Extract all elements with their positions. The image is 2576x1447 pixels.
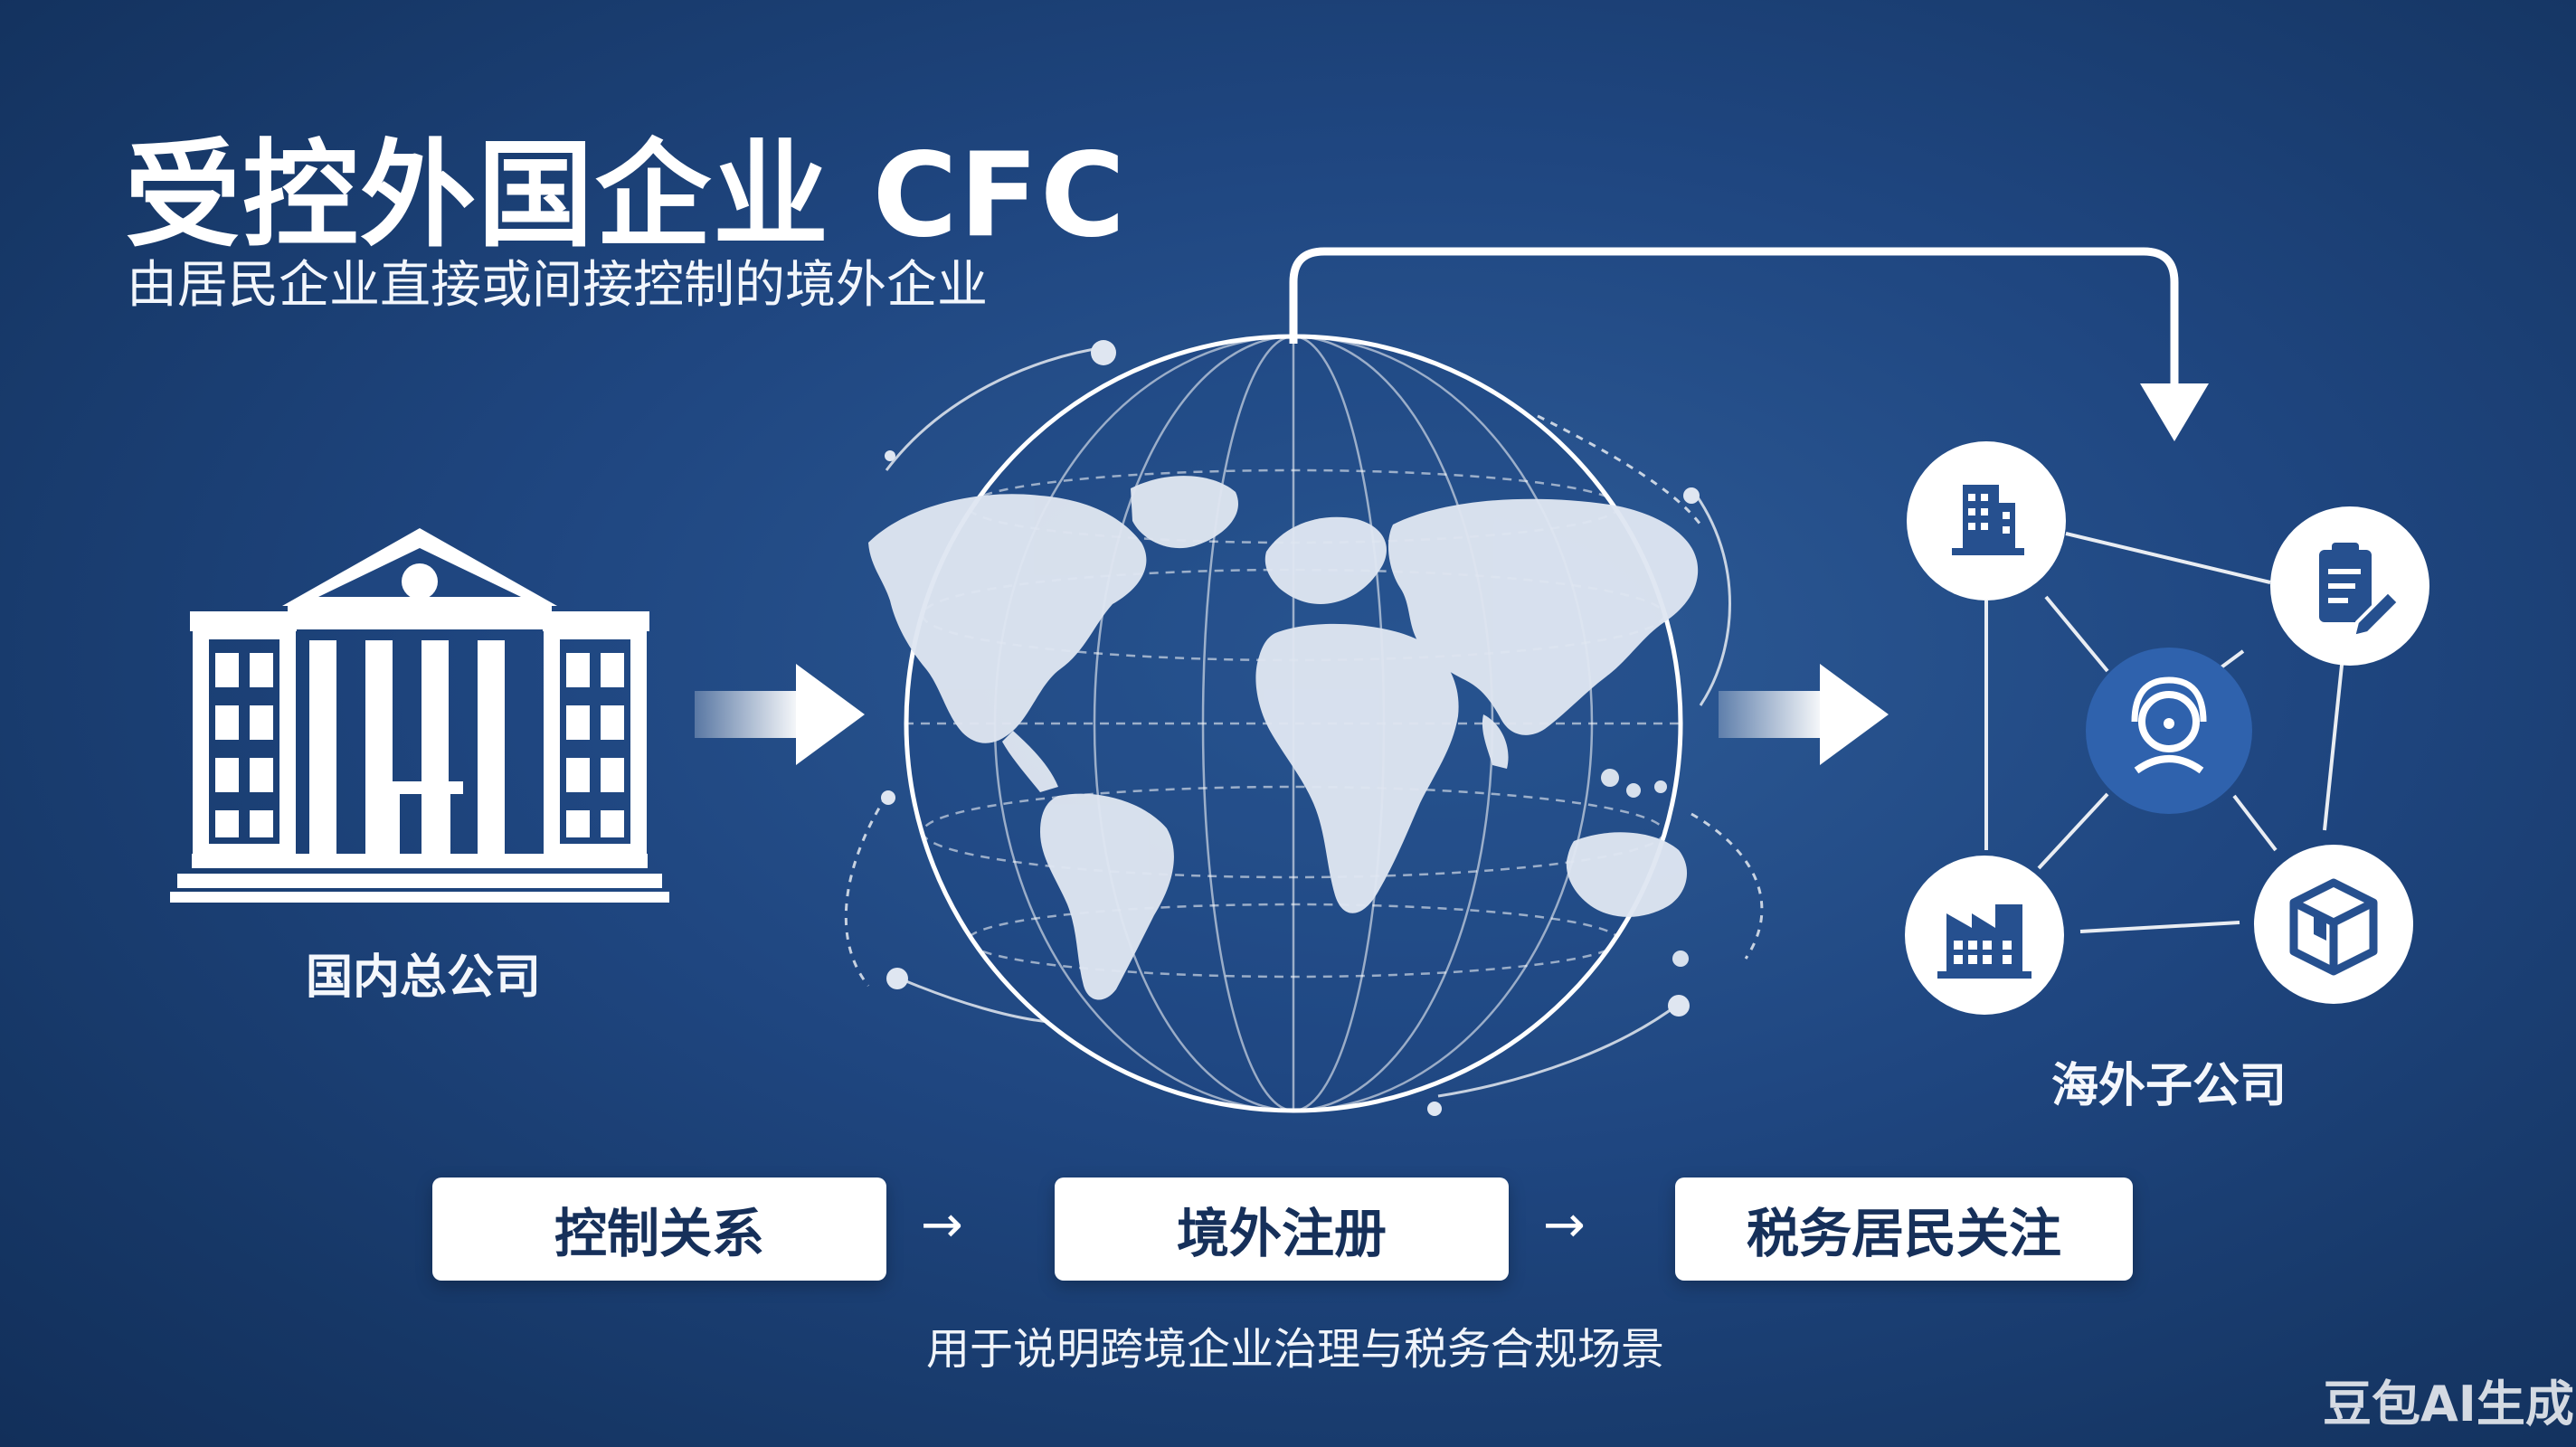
orbit-lines bbox=[844, 345, 1764, 1098]
network-lines bbox=[1984, 532, 2344, 933]
orbit-dots bbox=[881, 340, 1700, 1116]
support-agent-icon bbox=[2086, 648, 2252, 814]
page-title: 受控外国企业 CFC bbox=[125, 128, 1127, 263]
office-building-icon bbox=[1907, 441, 2066, 601]
step-arrow-icon: → bbox=[1543, 1196, 1586, 1254]
step-box-tax-residency: 税务居民关注 bbox=[1675, 1177, 2133, 1281]
document-edit-icon bbox=[2270, 506, 2429, 666]
bank-building-icon bbox=[170, 528, 669, 903]
cube-box-icon bbox=[2254, 845, 2413, 1004]
subsidiaries-label: 海外子公司 bbox=[2051, 1059, 2287, 1113]
step-label: 控制关系 bbox=[554, 1203, 764, 1264]
step-box-control: 控制关系 bbox=[432, 1177, 886, 1281]
headquarters-label: 国内总公司 bbox=[306, 950, 542, 1005]
control-path-arrow bbox=[1289, 247, 2209, 441]
step-arrow-icon: → bbox=[921, 1196, 963, 1254]
step-label: 税务居民关注 bbox=[1746, 1203, 2061, 1264]
caption: 用于说明跨境企业治理与税务合规场景 bbox=[926, 1324, 1665, 1375]
factory-icon bbox=[1905, 856, 2064, 1015]
watermark: 豆包AI生成 bbox=[2323, 1376, 2574, 1433]
step-label: 境外注册 bbox=[1176, 1203, 1387, 1264]
page-subtitle: 由居民企业直接或间接控制的境外企业 bbox=[127, 256, 988, 315]
flow-arrow-right bbox=[1719, 664, 1889, 765]
globe-icon bbox=[868, 334, 1699, 1113]
step-box-registration: 境外注册 bbox=[1055, 1177, 1509, 1281]
flow-arrow-left bbox=[695, 664, 865, 765]
